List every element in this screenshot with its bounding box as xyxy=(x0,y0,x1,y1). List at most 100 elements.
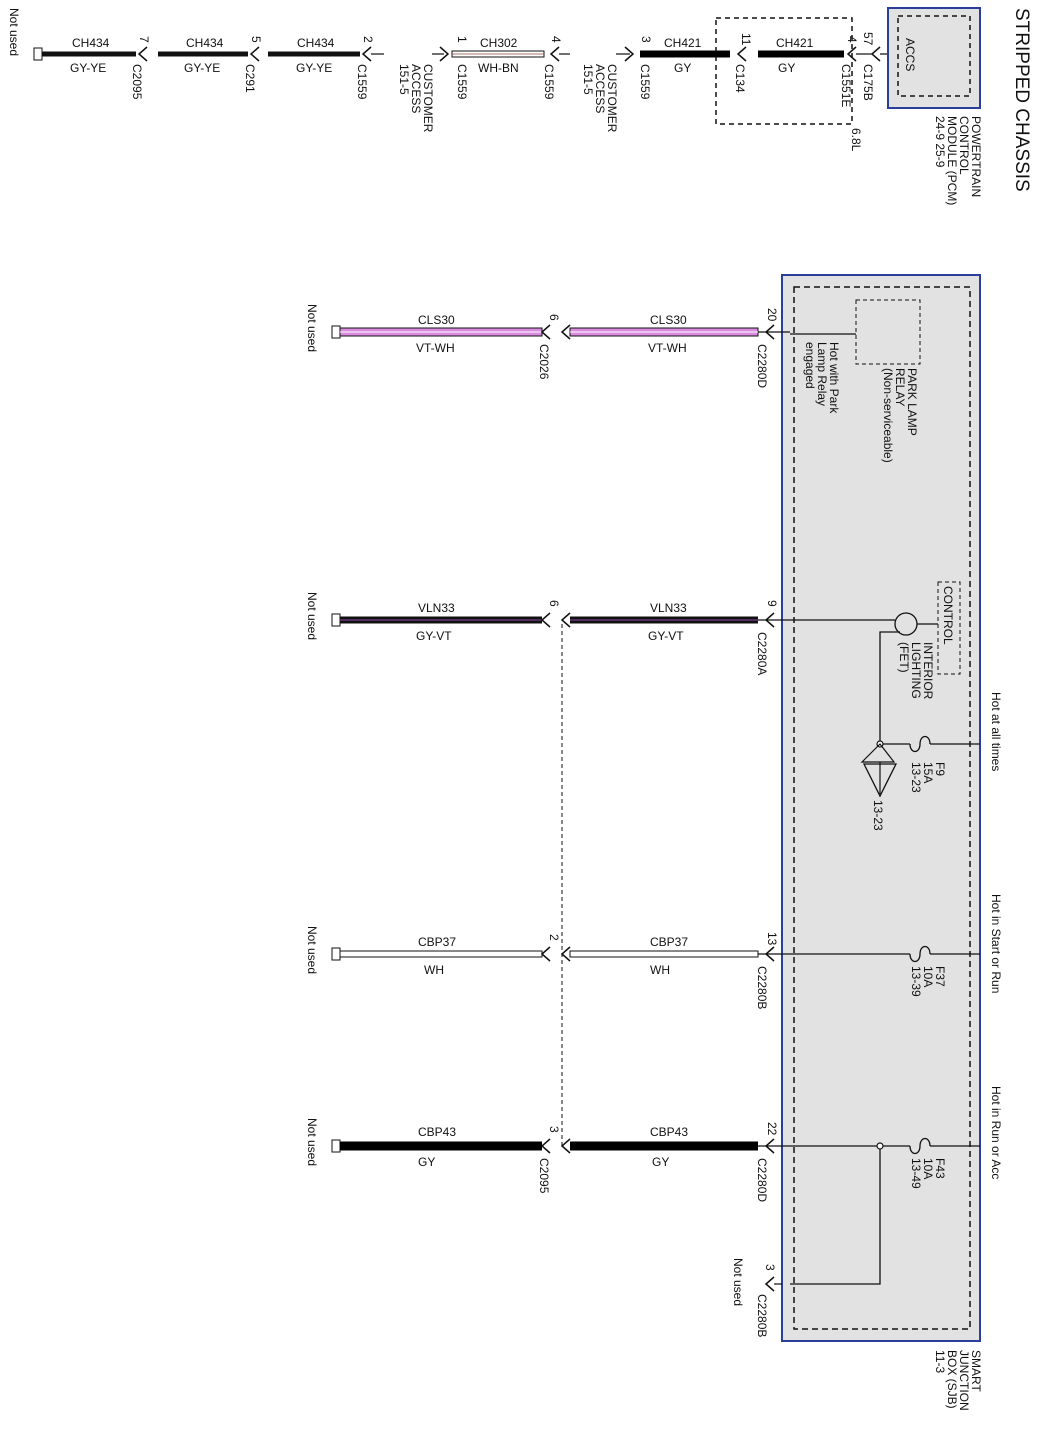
pin-label: 11 xyxy=(739,33,753,46)
circuit-row-cls30: Not used CLS30 VT-WH 6 C2026 CLS30 VT-WH… xyxy=(305,304,790,388)
circuit-label: CLS30 xyxy=(418,313,455,327)
park-lamp-label: PARK LAMP RELAY (Non-serviceable) xyxy=(881,368,919,463)
svg-text:11-3: 11-3 xyxy=(933,1350,947,1373)
pin-label: 2 xyxy=(361,36,375,43)
fuse-f37-icon xyxy=(909,945,931,963)
svg-text:151-5: 151-5 xyxy=(397,64,411,95)
f43-branch xyxy=(790,1149,881,1285)
park-lamp-relay xyxy=(855,299,921,365)
circuit-rows: Not used CLS30 VT-WH 6 C2026 CLS30 VT-WH… xyxy=(305,304,790,1202)
not-used-label: Not used xyxy=(305,1118,319,1166)
svg-text:JUNCTION: JUNCTION xyxy=(957,1350,971,1411)
fuse-f9-label: F9 15A 13-23 xyxy=(909,762,947,793)
svg-text:ACCESS: ACCESS xyxy=(409,64,423,113)
connector-symbol xyxy=(764,1276,775,1292)
sjb-outer-box xyxy=(781,274,981,1342)
sjb-module: SMART JUNCTION BOX (SJB) 11-3 PARK LAMP … xyxy=(731,274,1003,1411)
connector-label: C134 xyxy=(733,64,747,93)
circuit-label: CH421 xyxy=(664,36,702,50)
connector-label: C1551E xyxy=(839,64,853,107)
not-used-label: Not used xyxy=(305,592,319,640)
accs-label: ACCS xyxy=(903,38,917,71)
connector-symbol xyxy=(540,1138,551,1154)
fuse-f43-icon xyxy=(909,1137,931,1155)
connector-symbol xyxy=(560,612,571,628)
connector-label: C2095 xyxy=(537,1158,551,1194)
pin-label: 7 xyxy=(137,36,151,43)
svg-text:(Non-serviceable): (Non-serviceable) xyxy=(881,368,895,463)
svg-text:CUSTOMER: CUSTOMER xyxy=(605,64,619,133)
circuit-label: CH434 xyxy=(297,36,335,50)
hot-park-label: Hot with Park Lamp Relay engaged xyxy=(803,342,841,414)
color-label: WH xyxy=(424,963,444,977)
circuit-row-cbp43: Not used CBP43 GY 3 C2095 CBP43 GY 22 C2… xyxy=(305,1118,790,1202)
pin-label: 4 xyxy=(549,36,563,43)
hot-run-acc: Hot in Run or Acc xyxy=(989,1086,1003,1179)
pin-label: 3 xyxy=(639,36,653,43)
customer-access-right: CUSTOMER ACCESS 151-5 xyxy=(581,64,619,133)
svg-text:10A: 10A xyxy=(921,966,935,987)
customer-access-left: CUSTOMER ACCESS 151-5 xyxy=(397,64,435,133)
fuse-f43-label: F43 10A 13-49 xyxy=(909,1158,947,1189)
color-label: GY-VT xyxy=(416,629,452,643)
connector-label: C2280A xyxy=(755,632,769,675)
connector-symbol xyxy=(137,46,148,62)
pin-label: 22 xyxy=(765,1122,779,1136)
circuit-label: CH434 xyxy=(186,36,224,50)
svg-text:SMART: SMART xyxy=(969,1350,983,1392)
engine-option-box xyxy=(715,17,853,125)
color-label: VT-WH xyxy=(648,341,687,355)
circuit-label: CH421 xyxy=(776,36,814,50)
svg-text:13-39: 13-39 xyxy=(909,966,923,997)
wire-cbp37-2 xyxy=(569,950,759,958)
connector-label: C1559 xyxy=(355,64,369,100)
circuit-label: CBP37 xyxy=(418,935,456,949)
color-label: WH xyxy=(650,963,670,977)
svg-text:24-9 25-9: 24-9 25-9 xyxy=(933,116,947,168)
connector-symbol xyxy=(560,324,571,340)
fuse-f37-label: F37 10A 13-39 xyxy=(909,966,947,997)
svg-text:LIGHTING: LIGHTING xyxy=(909,642,923,699)
color-label: GY xyxy=(674,61,691,75)
pin-label: 1 xyxy=(455,36,469,43)
svg-text:POWERTRAIN: POWERTRAIN xyxy=(969,116,983,197)
pin-label: 4 xyxy=(845,36,859,43)
svg-text:INTERIOR: INTERIOR xyxy=(921,642,935,700)
connector-label: C2280D xyxy=(755,344,769,388)
pin-label: 6 xyxy=(547,600,561,607)
pin-label: 6 xyxy=(547,314,561,321)
connector-label: C1559 xyxy=(638,64,652,100)
pin-label: 3 xyxy=(763,1264,777,1271)
connector-symbol xyxy=(549,46,560,62)
circuit-label: VLN33 xyxy=(650,601,687,615)
svg-text:13-23: 13-23 xyxy=(909,762,923,793)
connector-symbol xyxy=(439,46,450,62)
circuit-label: CBP43 xyxy=(418,1125,456,1139)
terminal-end xyxy=(331,325,341,339)
color-label: GY-YE xyxy=(296,61,332,75)
svg-text:engaged: engaged xyxy=(803,342,817,389)
control-box xyxy=(937,581,961,675)
color-label: GY-VT xyxy=(648,629,684,643)
pin-label: 2 xyxy=(547,934,561,941)
connector-label: C2095 xyxy=(130,64,144,100)
svg-text:F9: F9 xyxy=(933,762,947,776)
connector-label: C175B xyxy=(861,64,875,101)
svg-text:MODULE (PCM): MODULE (PCM) xyxy=(945,116,959,205)
svg-text:F37: F37 xyxy=(933,966,947,987)
pin-label: 5 xyxy=(249,36,263,43)
diagram-title: STRIPPED CHASSIS xyxy=(1011,8,1032,192)
svg-text:F43: F43 xyxy=(933,1158,947,1179)
circuit-label: CH434 xyxy=(72,36,110,50)
connector-label: C1559 xyxy=(542,64,556,100)
color-label: GY xyxy=(418,1155,435,1169)
pin-label: 57 xyxy=(861,32,875,46)
connector-label: C2280B xyxy=(755,966,769,1009)
svg-text:Lamp Relay: Lamp Relay xyxy=(815,342,829,406)
svg-text:13-49: 13-49 xyxy=(909,1158,923,1189)
fuse-f9-icon xyxy=(909,735,931,753)
pcm-module xyxy=(887,7,981,109)
svg-text:Hot with Park: Hot with Park xyxy=(827,342,841,414)
sjb-name: SMART JUNCTION BOX (SJB) 11-3 xyxy=(933,1350,983,1411)
connector-symbol xyxy=(736,46,747,62)
